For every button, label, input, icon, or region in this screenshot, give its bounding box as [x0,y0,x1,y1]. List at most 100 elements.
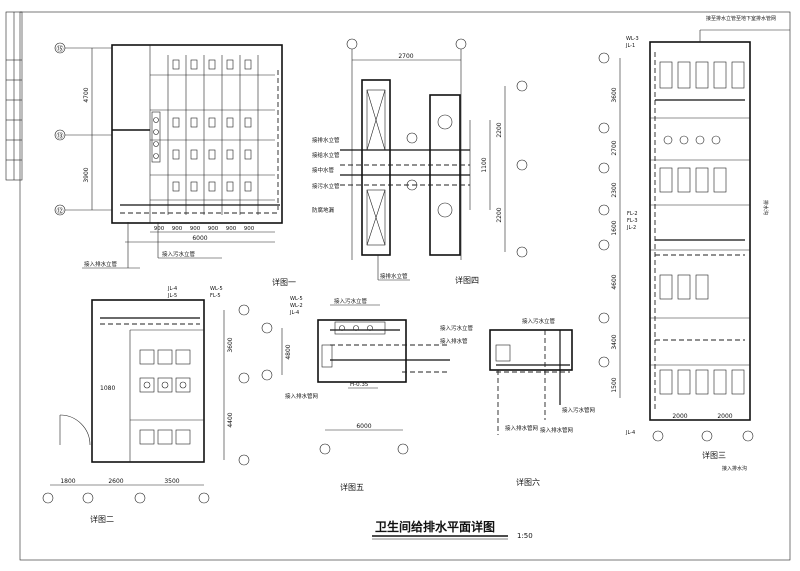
drawing-title: 卫生间给排水平面详图 [375,519,495,534]
detail-1: ⑮ ⑬ ⑫ 4700 3900 900 900 900 900 900 900 … [54,42,296,287]
axis-bubble [319,443,331,455]
dimension-text: 4700 [83,87,90,102]
axis-bubble [598,239,610,251]
dimension-text: 900 [172,226,183,232]
annotation-note: 接入污水立管 [440,324,474,332]
title-block-strip [5,11,23,181]
axis-bubble [346,38,358,50]
dimension-text: 1800 [60,478,75,485]
axis-label: ⑬ [57,132,64,140]
annotation-note: 接排水立管 [380,272,408,280]
detail-label: 详图三 [702,450,726,460]
annotation-note: 接入污水立管 [162,250,196,258]
dimension-text: 2200 [496,122,503,137]
annotation-note: 接入污水管网 [562,406,596,414]
dimension-text: 900 [154,226,165,232]
axis-bubble [82,492,94,504]
dimension-text: 2700 [398,53,413,60]
annotation-note: 接入污水立管 [334,297,368,305]
pipe-tag: JL-1 [625,43,635,49]
axis-bubble [261,369,273,381]
dimension-text: 3900 [83,167,90,182]
dimension-text: 1600 [611,220,618,235]
axis-bubble [701,430,713,442]
axis-bubble [42,492,54,504]
axis-label: ⑫ [57,207,64,215]
annotation-note: 接中水管 [312,166,335,174]
pipe-tag: JL-5 [167,293,177,299]
detail-label: 详图六 [516,477,540,487]
dimension-text: 2300 [611,182,618,197]
pipe-tag: FL-2 [627,211,638,217]
dimension-text: 2000 [717,413,732,420]
axis-bubble [397,443,409,455]
detail-6: 接入污水立管 接入污水管网 接入排水管网 接入排水管网 详图六 [489,317,596,487]
axis-bubble [198,492,210,504]
annotation-note: 接至排水立管至地下室排水管网 [706,15,776,22]
dimension-text: 900 [244,226,255,232]
pipe-tag: WL-3 [626,36,639,42]
annotation-note: 接入污水立管 [522,317,556,325]
detail-2: 3600 4400 1800 2600 3500 1080 JL-4 JL-5 … [42,286,250,524]
pipe-tag: JL-2 [626,225,636,231]
axis-bubble [516,246,528,258]
pipe-tag: JL-4 [625,430,635,436]
dimension-text: 2200 [496,207,503,222]
annotation-note: 接入排水沟 [722,465,747,472]
drawing-scale: 1:50 [517,532,533,540]
axis-bubble [238,304,250,316]
dimension-text: 2000 [672,413,687,420]
dimension-total: 6000 [192,235,207,242]
detail-2-stalls [139,349,191,445]
dimension-text: 900 [190,226,201,232]
dimension-text: 900 [226,226,237,232]
detail-3: 3600 2700 2300 1600 4600 3400 1500 2000 … [598,15,790,472]
axis-bubble [598,312,610,324]
axis-bubble [134,492,146,504]
axis-bubble [238,454,250,466]
annotation-note: 接入排水管网 [505,424,539,432]
pipe-tag: WL-5 [210,286,223,292]
axis-bubble [455,38,467,50]
annotation-note: 接排水立管 [312,136,340,144]
dimension-text: 1100 [481,157,488,172]
annotation-note: 接入排水管 [440,337,468,345]
pipe-tag: FL-5 [210,293,221,299]
axis-bubble [598,122,610,134]
pipe-tag: JL-4 [167,286,177,292]
detail-1-stalls [150,55,275,215]
dimension-text: 3400 [611,334,618,349]
axis-bubble [516,159,528,171]
axis-bubble [598,204,610,216]
annotation-note: 接入排水立管 [84,260,118,268]
annotation-note: 接给水立管 [312,151,340,159]
annotation-note: 接入排水管网 [285,392,319,400]
axis-bubble [598,356,610,368]
annotation-note: 防腐地漏 [312,206,335,214]
detail-5: 4800 6000 H-0.35 WL-5 WL-2 JL-4 接入污水立管 接… [261,296,474,492]
pipe-tag: FL-3 [627,218,638,224]
detail-3-fixtures [659,61,745,395]
axis-bubble [598,52,610,64]
sheet-border [19,11,791,561]
annotation-note: 接入排水管网 [540,426,574,434]
dimension-text: 1080 [100,385,115,392]
elevation-mark: H-0.35 [350,382,369,388]
axis-bubble [261,322,273,334]
axis-label: ⑮ [57,45,64,53]
detail-label: 详图一 [272,277,296,287]
axis-bubble [598,162,610,174]
axis-bubble [238,372,250,384]
dimension-text: 2700 [611,140,618,155]
detail-label: 详图五 [340,482,364,492]
drawing-title-block: 卫生间给排水平面详图 1:50 [372,519,533,540]
dimension-text: 3600 [611,87,618,102]
dimension-text: 3600 [227,337,234,352]
dimension-text: 4800 [285,344,292,359]
dimension-text: 1500 [611,377,618,392]
pipe-tag: WL-5 [290,296,303,302]
detail-4: 2700 2200 1100 2200 接排水立管 接给水立管 接中水管 接污水… [312,38,528,285]
dimension-text: 2600 [108,478,123,485]
